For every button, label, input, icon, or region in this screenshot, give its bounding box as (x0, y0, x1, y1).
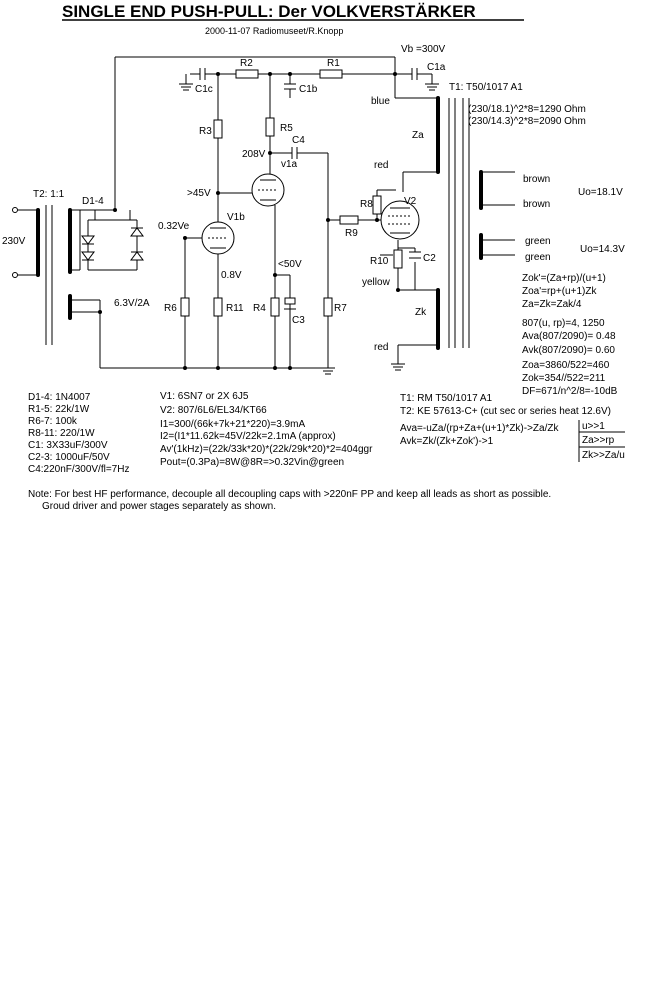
page-title: SINGLE END PUSH-PULL: Der VOLKVERSTÄRKER (62, 2, 476, 21)
formula-zoa: Zoa'=rp+(u+1)Zk (522, 286, 597, 297)
mains-voltage-label: 230V (2, 236, 26, 247)
d14-label: D1-4 (82, 196, 104, 207)
formula-block: Zok'=(Za+rp)/(u+1) Zoa'=rp+(u+1)Zk Za=Zk… (522, 273, 618, 397)
subtitle: 2000-11-07 Radiomuseet/R.Knopp (205, 26, 343, 36)
c1b-label: C1b (299, 84, 318, 95)
capacitors (199, 68, 421, 316)
c1c-label: C1c (195, 84, 213, 95)
part-item: C4:220nF/300V/fl=7Hz (28, 464, 129, 475)
r9-label: R9 (345, 228, 358, 239)
formula-zok: Zok'=(Za+rp)/(u+1) (522, 273, 606, 284)
v1a-label: v1a (281, 159, 298, 170)
c3-label: C3 (292, 315, 305, 326)
part-item: R8-11: 220/1W (28, 428, 95, 439)
ground-symbols (179, 83, 439, 375)
resistors (180, 69, 403, 317)
impedance-2090: (230/14.3)^2*8=2090 Ohm (468, 116, 586, 127)
r11-label: R11 (226, 303, 244, 314)
formula-zoa-value: Zoa=3860/522=460 (522, 360, 610, 371)
red-lead-top-label: red (374, 160, 388, 171)
r6-label: R6 (164, 303, 177, 314)
note-line: Av'(1kHz)=(22k/33k*20)*(22k/29k*20)*2=40… (160, 444, 373, 455)
power-transformer (12, 205, 72, 345)
note-line: I1=300/(66k+7k+21*220)=3.9mA (160, 419, 305, 430)
schematic-wires (18, 56, 515, 369)
red-lead-bottom-label: red (374, 342, 388, 353)
blue-lead-label: blue (371, 96, 390, 107)
r2-label: R2 (240, 58, 253, 69)
za-label: Za (412, 130, 424, 141)
output-transformer (436, 96, 483, 350)
part-item: C2-3: 1000uF/50V (28, 452, 110, 463)
v50-label: <50V (278, 259, 302, 270)
r4-label: R4 (253, 303, 266, 314)
formula-zok-value: Zok=354//522=211 (522, 373, 606, 384)
r10-label: R10 (370, 256, 389, 267)
condition-1: u>>1 (582, 421, 605, 432)
uo-14v-label: Uo=14.3V (580, 244, 625, 255)
yellow-lead-label: yellow (362, 277, 391, 288)
formula-807: 807(u, rp)=4, 1250 (522, 318, 605, 329)
heater-voltage-label: 6.3V/2A (114, 298, 150, 309)
t2-label: T2: 1:1 (33, 189, 65, 200)
green-lead-2: green (525, 252, 551, 263)
part-item: R1-5: 22k/1W (28, 404, 90, 415)
ava-formula: Ava=-uZa/(rp+Za+(u+1)*Zk)->Za/Zk (400, 423, 559, 434)
input-level-label: 0.32Ve (158, 221, 190, 232)
note-line: V1: 6SN7 or 2X 6J5 (160, 391, 249, 402)
r3-label: R3 (199, 126, 212, 137)
formula-za-zk: Za=Zk=Zak/4 (522, 299, 582, 310)
green-lead-1: green (525, 236, 551, 247)
part-item: R6-7: 100k (28, 416, 78, 427)
part-item: D1-4: 1N4007 (28, 392, 91, 403)
formula-df: DF=671/n^2/8=-10dB (522, 386, 618, 397)
transformer-notes: T1: RM T50/1017 A1 T2: KE 57613-C+ (cut … (400, 393, 625, 462)
r1-label: R1 (327, 58, 340, 69)
zk-label: Zk (415, 307, 427, 318)
diode-bridge (81, 227, 144, 261)
formula-ava: Ava(807/2090)= 0.48 (522, 331, 616, 342)
junction-dots (98, 72, 400, 370)
t1-label: T1: T50/1017 A1 (449, 82, 523, 93)
note-line: V2: 807/6L6/EL34/KT66 (160, 405, 267, 416)
v2-label: V2 (404, 196, 417, 207)
ground-note: Groud driver and power stages separately… (42, 501, 276, 512)
note-line: I2=(I1*11.62k=45V/22k=2.1mA (approx) (160, 431, 336, 442)
formula-avk: Avk(807/2090)= 0.60 (522, 345, 615, 356)
uo-18v-label: Uo=18.1V (578, 187, 623, 198)
note-line: Pout=(0.3Pa)=8W@8R=>0.32Vin@green (160, 457, 344, 468)
tubes (201, 173, 420, 255)
v208-label: 208V (242, 149, 266, 160)
parts-list: D1-4: 1N4007 R1-5: 22k/1W R6-7: 100k R8-… (28, 392, 129, 475)
impedance-1290: (230/18.1)^2*8=1290 Ohm (468, 104, 586, 115)
t2-note: T2: KE 57613-C+ (cut sec or series heat … (400, 406, 611, 417)
hf-note: Note: For best HF performance, decouple … (28, 489, 551, 500)
r8-label: R8 (360, 199, 373, 210)
part-item: C1: 3X33uF/300V (28, 440, 108, 451)
t1-note: T1: RM T50/1017 A1 (400, 393, 493, 404)
tube-notes: V1: 6SN7 or 2X 6J5 V2: 807/6L6/EL34/KT66… (160, 391, 373, 468)
c4-label: C4 (292, 135, 305, 146)
condition-2: Za>>rp (582, 435, 615, 446)
brown-lead-1: brown (523, 174, 550, 185)
brown-lead-2: brown (523, 199, 550, 210)
r7-label: R7 (334, 303, 347, 314)
c2-label: C2 (423, 253, 436, 264)
r5-label: R5 (280, 123, 293, 134)
v08-label: 0.8V (221, 270, 242, 281)
condition-3: Zk>>Za/u (582, 450, 625, 461)
c1a-label: C1a (427, 62, 446, 73)
avk-formula: Avk=Zk/(Zk+Zok')->1 (400, 436, 494, 447)
component-labels: Vb =300V C1a T1: T50/1017 A1 (230/18.1)^… (2, 44, 625, 353)
vb-label: Vb =300V (401, 44, 446, 55)
v1b-label: V1b (227, 212, 245, 223)
v45-label: >45V (187, 188, 211, 199)
